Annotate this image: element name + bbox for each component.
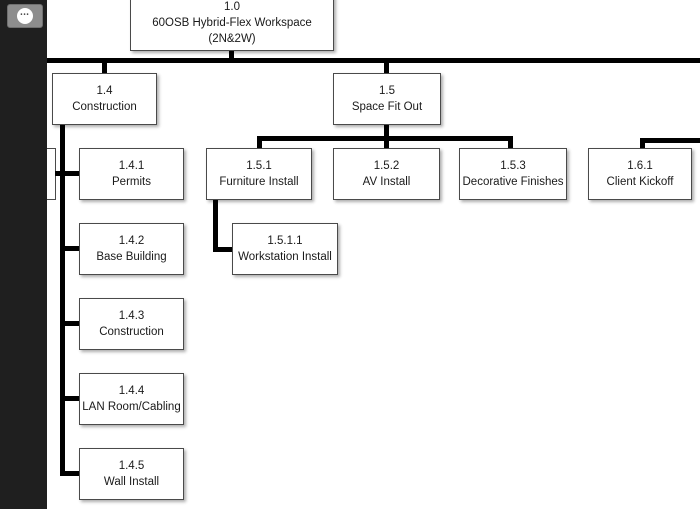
wbs-node-1-4-1[interactable]: 1.4.1 Permits bbox=[79, 148, 184, 200]
connector-stub-1-5 bbox=[384, 63, 389, 74]
wbs-node-1-5[interactable]: 1.5 Space Fit Out bbox=[333, 73, 441, 125]
connector-root-stub bbox=[229, 50, 234, 58]
node-code: 1.4.5 bbox=[118, 460, 145, 472]
node-code: 1.0 bbox=[224, 1, 240, 13]
connector-stub-1-5-1-1 bbox=[213, 247, 232, 252]
node-code: 1.4.3 bbox=[118, 310, 145, 322]
connector-horizontal-1-5-children bbox=[257, 136, 513, 141]
connector-stub-1-4-3 bbox=[60, 321, 79, 326]
wbs-node-1-4[interactable]: 1.4 Construction bbox=[52, 73, 157, 125]
connector-horizontal-1-6-children bbox=[640, 138, 700, 143]
node-label: Permits bbox=[112, 176, 151, 188]
wbs-node-1-6-1[interactable]: 1.6.1 Client Kickoff bbox=[588, 148, 692, 200]
node-label: LAN Room/Cabling bbox=[82, 401, 181, 413]
node-code: 1.4.2 bbox=[118, 235, 145, 247]
node-label: Furniture Install bbox=[219, 176, 299, 188]
connector-vertical-1-5-1-1 bbox=[213, 200, 218, 252]
wbs-node-1-5-1[interactable]: 1.5.1 Furniture Install bbox=[206, 148, 312, 200]
node-label: Construction bbox=[72, 101, 137, 113]
node-label: Wall Install bbox=[103, 476, 160, 488]
wbs-node-1-4-3[interactable]: 1.4.3 Construction bbox=[79, 298, 184, 350]
node-label: 60OSB Hybrid-Flex Workspace bbox=[152, 17, 312, 29]
connector-stub-1-4-5 bbox=[60, 471, 79, 476]
connector-stub-1-5-3 bbox=[508, 136, 513, 148]
connector-stub-1-4 bbox=[102, 63, 107, 74]
connector-stub-1-5-1 bbox=[257, 136, 262, 148]
menu-button[interactable]: ••• bbox=[7, 4, 43, 28]
wbs-node-1-0[interactable]: 1.0 60OSB Hybrid-Flex Workspace (2N&2W) bbox=[130, 0, 334, 51]
connector-stub-1-4-2 bbox=[60, 246, 79, 251]
node-code: 1.5.1 bbox=[246, 160, 272, 172]
wbs-node-1-4-4[interactable]: 1.4.4 LAN Room/Cabling bbox=[79, 373, 184, 425]
wbs-node-1-5-1-1[interactable]: 1.5.1.1 Workstation Install bbox=[232, 223, 338, 275]
node-sublabel: (2N&2W) bbox=[208, 33, 256, 45]
node-label: Workstation Install bbox=[238, 251, 332, 263]
node-code: 1.5.2 bbox=[373, 160, 400, 172]
connector-vertical-1-4 bbox=[60, 124, 65, 476]
connector-stub-1-6-1 bbox=[640, 138, 645, 148]
node-code: 1.5.1.1 bbox=[267, 235, 303, 247]
connector-stub-1-4-1 bbox=[55, 171, 79, 176]
wbs-node-1-5-2[interactable]: 1.5.2 AV Install bbox=[333, 148, 440, 200]
node-label: AV Install bbox=[362, 176, 411, 188]
node-code: 1.4.1 bbox=[118, 160, 145, 172]
wbs-node-1-4-5[interactable]: 1.4.5 Wall Install bbox=[79, 448, 184, 500]
sidebar-panel: ••• bbox=[0, 0, 47, 509]
connector-main-horizontal bbox=[47, 58, 700, 63]
wbs-node-1-4-2[interactable]: 1.4.2 Base Building bbox=[79, 223, 184, 275]
node-code: 1.4.4 bbox=[118, 385, 145, 397]
node-label: Base Building bbox=[96, 251, 167, 263]
ellipsis-icon: ••• bbox=[17, 8, 33, 24]
ellipsis-dots: ••• bbox=[20, 12, 30, 19]
node-code: 1.5 bbox=[379, 85, 395, 97]
node-code: 1.5.3 bbox=[500, 160, 526, 172]
node-label: Client Kickoff bbox=[606, 176, 674, 188]
wbs-node-1-5-3[interactable]: 1.5.3 Decorative Finishes bbox=[459, 148, 567, 200]
node-label: Construction bbox=[99, 326, 164, 338]
node-label: Decorative Finishes bbox=[462, 176, 564, 188]
node-label: Space Fit Out bbox=[351, 101, 423, 113]
node-code: 1.6.1 bbox=[627, 160, 653, 172]
node-code: 1.4 bbox=[96, 85, 113, 97]
connector-stub-1-4-4 bbox=[60, 396, 79, 401]
